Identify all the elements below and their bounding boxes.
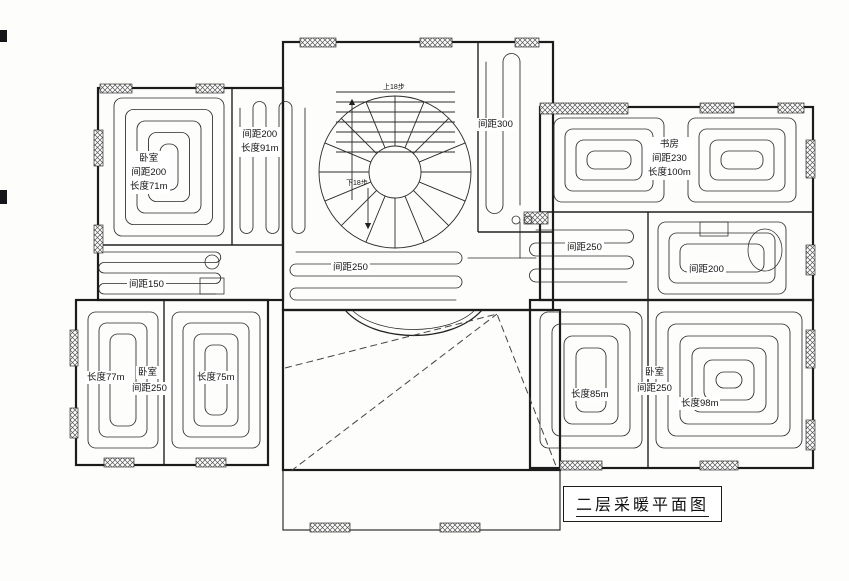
sink-icon: [699, 221, 729, 237]
label-br-length-right: 长度98m: [679, 397, 721, 411]
drawing-title-box: 二层采暖平面图: [563, 486, 723, 522]
label-bath-left: 间距150: [127, 278, 166, 292]
wall-block-bottom-right: [528, 298, 815, 470]
pipe-riser-icon: [523, 215, 533, 225]
terrace-outline: [282, 469, 561, 531]
hatched-piers: [69, 37, 816, 533]
bay-window-arc-inner: [351, 309, 476, 330]
coil-bath-left: [98, 251, 222, 295]
coil-bedroom-bl-right: [171, 311, 261, 449]
room-name: 书房: [659, 139, 679, 150]
label-bl-spacing: 间距250: [130, 382, 169, 396]
coil-hall-top: [239, 101, 306, 234]
coil-room-right-mid: [657, 221, 787, 295]
coil-spacing: 间距230: [651, 152, 687, 164]
toilet-icon: [204, 254, 220, 270]
label-bl-name: 卧室: [136, 366, 160, 380]
coil-study-right: [687, 117, 797, 203]
label-corridor-right: 间距250: [565, 241, 604, 255]
wall-block-center: [281, 40, 555, 312]
label-study: 书房 间距230 长度100m: [645, 137, 694, 181]
heating-coils: [87, 53, 803, 449]
coil-bedroom-bl-left: [87, 311, 159, 449]
dashed-lines: [284, 313, 557, 472]
label-room-right-mid: 间距200: [687, 263, 726, 277]
pipe-riser-icon: [511, 215, 521, 225]
coil-study-left: [553, 117, 665, 203]
bathtub-icon: [747, 228, 783, 272]
label-bedroom-top-left: 卧室 间距200 长度71m: [127, 151, 171, 195]
coil-bedroom-top-left: [113, 97, 225, 237]
label-hall-top: 间距200 长度91m: [238, 127, 282, 157]
coil-length: 长度100m: [648, 166, 691, 178]
wall-block-top-right: [538, 105, 815, 302]
label-br-spacing: 间距250: [635, 382, 674, 396]
stair-straight-flight: [336, 91, 455, 153]
label-br-name: 卧室: [643, 366, 667, 380]
room-name: 卧室: [139, 153, 159, 164]
coil-spacing: 间距200: [242, 129, 278, 140]
coil-corridor-300: [485, 53, 521, 214]
coil-spacing: 间距200: [131, 166, 167, 178]
coil-length: 长度91m: [241, 142, 279, 154]
label-br-length-left: 长度85m: [569, 388, 611, 402]
drawing-title: 二层采暖平面图: [576, 497, 710, 517]
label-corridor-center: 间距250: [331, 261, 370, 275]
coil-length: 长度71m: [130, 180, 168, 192]
outer-walls: [74, 40, 815, 531]
stair-down-label: 下18步: [346, 180, 368, 187]
coil-corridor-right: [529, 229, 634, 283]
wall-block-bottom-center: [281, 308, 562, 472]
fixtures: [199, 215, 783, 295]
label-corridor-300: 间距300: [476, 118, 515, 132]
coil-corridor-center: [289, 251, 463, 301]
scan-artifacts: [0, 30, 7, 204]
coil-bedroom-br-left: [539, 311, 643, 449]
wall-block-bottom-left: [74, 298, 270, 467]
coil-bedroom-br-right: [655, 311, 803, 449]
label-bl-length-right: 长度75m: [195, 371, 237, 385]
stair-up-label: 上18步: [383, 84, 405, 91]
spiral-staircase: [318, 91, 472, 249]
label-bl-length-left: 长度77m: [85, 371, 127, 385]
stair-inner-ring: [368, 145, 422, 199]
stair-treads: [319, 96, 471, 248]
